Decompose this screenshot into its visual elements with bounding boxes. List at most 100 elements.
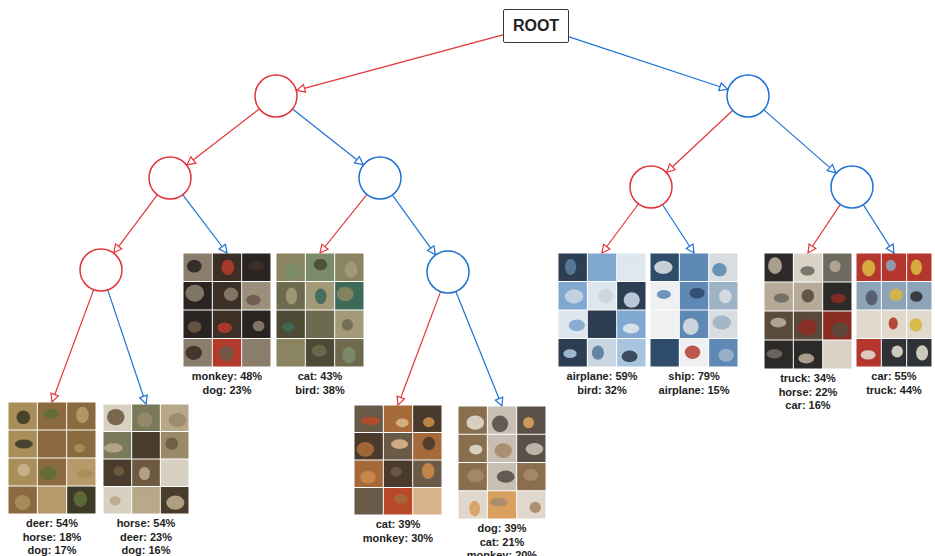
leaf-cluster: cat: 39%monkey: 30% [354,405,442,544]
class-percentage: truck: 44% [866,384,922,397]
image-subject [565,259,576,275]
class-percentage: horse: 18% [23,531,82,544]
image-subject [390,467,402,477]
image-subject [889,317,898,329]
image-subject [342,347,356,364]
image-subject [286,288,297,305]
image-thumbnail [651,339,679,367]
image-thumbnail [517,435,545,462]
tree-edge [864,205,894,253]
image-thumbnail [242,339,270,367]
image-thumbnail [823,254,851,282]
circle-shape [831,166,873,208]
image-thumbnail [588,311,616,339]
image-thumbnail [517,491,545,518]
image-subject [41,493,57,504]
image-thumbnail [213,282,241,310]
image-subject [391,439,408,449]
tree-edge [108,290,146,404]
class-percentage: monkey: 30% [363,532,433,545]
circle-outline [830,165,874,209]
image-subject [224,288,238,301]
image-subject [592,346,604,360]
leaf-cluster: car: 55%truck: 44% [856,253,932,396]
image-subject [113,466,124,476]
image-subject [165,438,178,450]
image-grid [558,253,646,367]
class-percentage: dog: 23% [203,384,252,397]
image-subject [862,260,875,277]
image-thumbnail [882,282,906,310]
image-thumbnail [588,254,616,282]
class-percentage: monkey: 48% [192,370,262,383]
image-thumbnail [413,406,441,433]
image-thumbnail [67,487,95,514]
image-thumbnail [680,339,708,367]
image-grid [183,253,271,367]
image-subject [563,349,576,358]
image-thumbnail [857,311,881,339]
tree-edge [667,111,733,173]
image-subject [76,407,89,423]
image-subject [188,321,202,333]
image-subject [356,442,374,457]
image-subject [396,418,409,427]
image-thumbnail [67,459,95,486]
image-subject [523,469,538,481]
image-subject [282,323,294,332]
image-subject [495,443,512,458]
image-subject [910,291,922,301]
class-percentage: car: 16% [785,399,830,412]
image-subject [76,470,93,479]
image-subject [17,410,31,424]
class-percentage: ship: 79% [668,370,719,383]
image-thumbnail [680,254,708,282]
image-thumbnail [459,491,487,518]
image-thumbnail [9,459,37,486]
image-subject [798,319,817,335]
split-circle [254,74,298,118]
image-thumbnail [384,406,412,433]
image-subject [423,437,435,450]
class-percentage: deer: 54% [26,517,78,530]
image-thumbnail [588,339,616,367]
image-subject [421,500,433,510]
image-subject [831,294,846,304]
image-thumbnail [384,433,412,460]
image-thumbnail [765,283,793,311]
image-subject [654,261,672,274]
tree-edge [663,205,694,253]
image-thumbnail [306,339,334,367]
tree-edge [602,204,638,253]
image-thumbnail [132,432,160,459]
tree-edge [569,37,727,89]
image-thumbnail [38,459,66,486]
image-subject [657,290,671,299]
image-subject [219,346,233,362]
image-subject [523,417,534,428]
image-subject [886,260,896,271]
image-subject [827,348,839,360]
image-thumbnail [413,461,441,488]
tree-edge [398,292,440,405]
image-subject [253,321,265,331]
image-thumbnail [794,312,822,340]
circle-outline [426,250,470,294]
image-thumbnail [384,488,412,515]
image-subject [624,292,640,308]
image-grid [458,406,546,519]
image-subject [337,287,354,302]
image-thumbnail [651,311,679,339]
image-subject [17,464,30,476]
image-subject [110,496,121,505]
image-thumbnail [823,312,851,340]
circle-outline [726,74,770,118]
image-subject [314,259,327,271]
tree-edge [808,205,840,253]
image-thumbnail [559,339,587,367]
image-subject [712,316,731,330]
image-grid [354,405,442,515]
class-percentage: bird: 32% [577,384,627,397]
image-grid [8,402,96,514]
image-subject [622,350,638,362]
